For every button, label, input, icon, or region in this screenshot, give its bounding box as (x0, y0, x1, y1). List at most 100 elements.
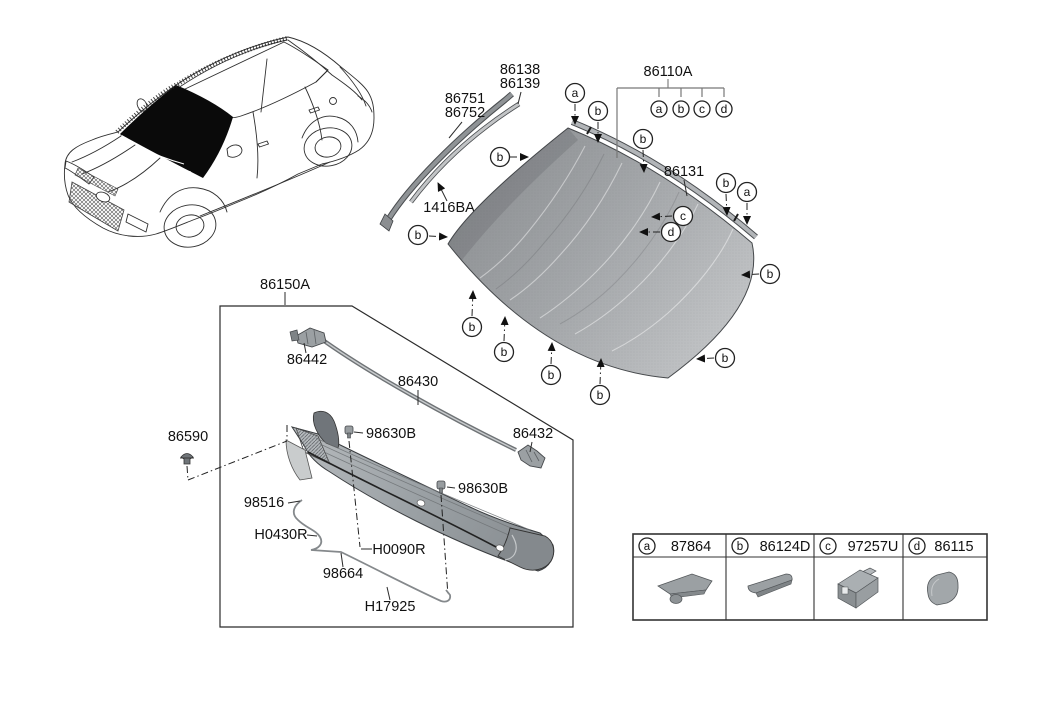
part-label-86432: 86432 (513, 426, 553, 442)
legend-part-icon-86124D (747, 573, 793, 598)
callout-b-5: b (415, 228, 422, 242)
glass-contour-lines (479, 145, 734, 352)
legend-letter-d: d (914, 541, 920, 553)
car-door-handles (257, 106, 320, 148)
clip-98630b-1 (344, 425, 354, 439)
legend-cell-a: a 87864 (638, 537, 713, 604)
weatherstrip-highlight (319, 337, 517, 451)
cowl-panel-hole-1 (416, 499, 426, 507)
part-label-86430: 86430 (398, 374, 438, 390)
part-label-98516: 98516 (244, 495, 284, 511)
glass-edge-shade (448, 128, 578, 260)
car-headlight (64, 160, 95, 185)
leader-H17925 (386, 586, 391, 601)
part-label-86138: 86138 (500, 62, 540, 78)
cowl-panel-hole-2 (495, 544, 505, 552)
cowl-panel-left-flange (285, 439, 313, 481)
part-label-H0430R: H0430R (254, 527, 307, 543)
bracket-callout-d: d (715, 100, 733, 118)
callout-b-1: b (595, 104, 602, 118)
glass-dot-texture (448, 128, 754, 378)
legend-part-86115: 86115 (934, 539, 973, 555)
legend-part-87864: 87864 (671, 539, 711, 555)
legend-part-icon-86115 (927, 571, 959, 606)
part-label-98630B-1: 98630B (366, 426, 416, 442)
leader-86131 (683, 179, 688, 197)
callout-b-2: b (640, 132, 647, 146)
fastener-86590-icon (180, 453, 194, 465)
leader-98516 (287, 500, 301, 504)
leader-98630B-2 (446, 486, 456, 489)
legend-grid-lines (633, 534, 987, 620)
leader-98664 (340, 552, 344, 568)
top-moulding-clip-marks (586, 126, 739, 222)
car-rear-pillar (287, 39, 367, 107)
leader-86432 (529, 441, 533, 453)
bracket-letter-b: b (678, 102, 685, 116)
side-moulding-end-hook (379, 213, 394, 232)
vehicle-illustration (64, 35, 375, 248)
car-roof-hatch-band (115, 35, 289, 134)
bracket-letter-d: d (721, 102, 728, 116)
assembly-callout-group: 86110A a b c d 86131 (616, 64, 733, 197)
part-label-86110A: 86110A (644, 64, 693, 80)
callout-a-1: a (572, 86, 579, 100)
car-door-lines (199, 86, 331, 217)
callout-b-11: b (767, 267, 774, 281)
part-label-86752: 86752 (445, 105, 485, 121)
legend-letter-a: a (644, 541, 651, 553)
cowl-panel-end-cap (497, 527, 555, 571)
clip-86442 (289, 327, 327, 348)
legend-table: a 87864 b 86124D c 97257U d 86115 (632, 533, 988, 621)
side-moulding-group: 86751 86752 86138 86139 1416BA (379, 62, 540, 232)
legend-cell-d: d 86115 (908, 537, 974, 606)
car-brand-logo (95, 191, 111, 203)
car-grille-upper (74, 167, 119, 197)
car-rear-wheel (301, 115, 359, 167)
part-label-H17925: H17925 (365, 599, 416, 615)
leader-86590 (186, 425, 288, 481)
bracket-letter-c: c (699, 102, 705, 116)
top-moulding-86131 (571, 120, 758, 239)
callout-d-1: d (668, 225, 675, 239)
part-label-86150A: 86150A (260, 277, 310, 293)
car-left-mirror (136, 98, 148, 112)
bracket-callout-a: a (650, 100, 668, 118)
washer-hose (292, 499, 452, 603)
legend-cell-b: b 86124D (731, 537, 811, 598)
legend-letter-b: b (737, 541, 743, 553)
part-label-86590: 86590 (168, 429, 208, 445)
legend-part-86124D: 86124D (760, 539, 811, 555)
side-moulding-inner (409, 102, 520, 203)
glass-callouts: a b b b b a c d b b b b b b b (407, 82, 781, 406)
callout-b-4: b (723, 176, 730, 190)
dropline-98630B-1 (348, 440, 361, 548)
bracket-callout-b: b (672, 100, 690, 118)
legend-cell-c: c 97257U (819, 537, 898, 609)
bracket-letter-a: a (656, 102, 663, 116)
car-fog-lamp (125, 213, 149, 233)
leader-86751 (448, 121, 463, 139)
callout-b-9: b (597, 388, 604, 402)
leader-98630B-1 (353, 431, 364, 434)
cowl-assembly-box (219, 305, 574, 628)
leader-86442 (303, 342, 307, 354)
part-label-1416BA: 1416BA (423, 200, 475, 216)
car-rear-lamp (357, 95, 373, 113)
leader-H0430R (306, 534, 318, 537)
car-wiper-lines (138, 146, 192, 173)
part-label-H0090R: H0090R (372, 542, 425, 558)
callout-b-7: b (501, 345, 508, 359)
side-moulding-outer (386, 92, 514, 222)
car-b-pillar (260, 58, 329, 113)
legend-part-icon-97257U (837, 567, 879, 609)
car-fuel-door (329, 97, 337, 105)
part-label-86751: 86751 (445, 91, 485, 107)
legend-letter-c: c (825, 541, 831, 553)
leader-1416BA (437, 182, 448, 202)
leader-86138 (517, 91, 522, 105)
legend-part-icon-87864 (657, 573, 713, 604)
callout-b-10: b (722, 351, 729, 365)
